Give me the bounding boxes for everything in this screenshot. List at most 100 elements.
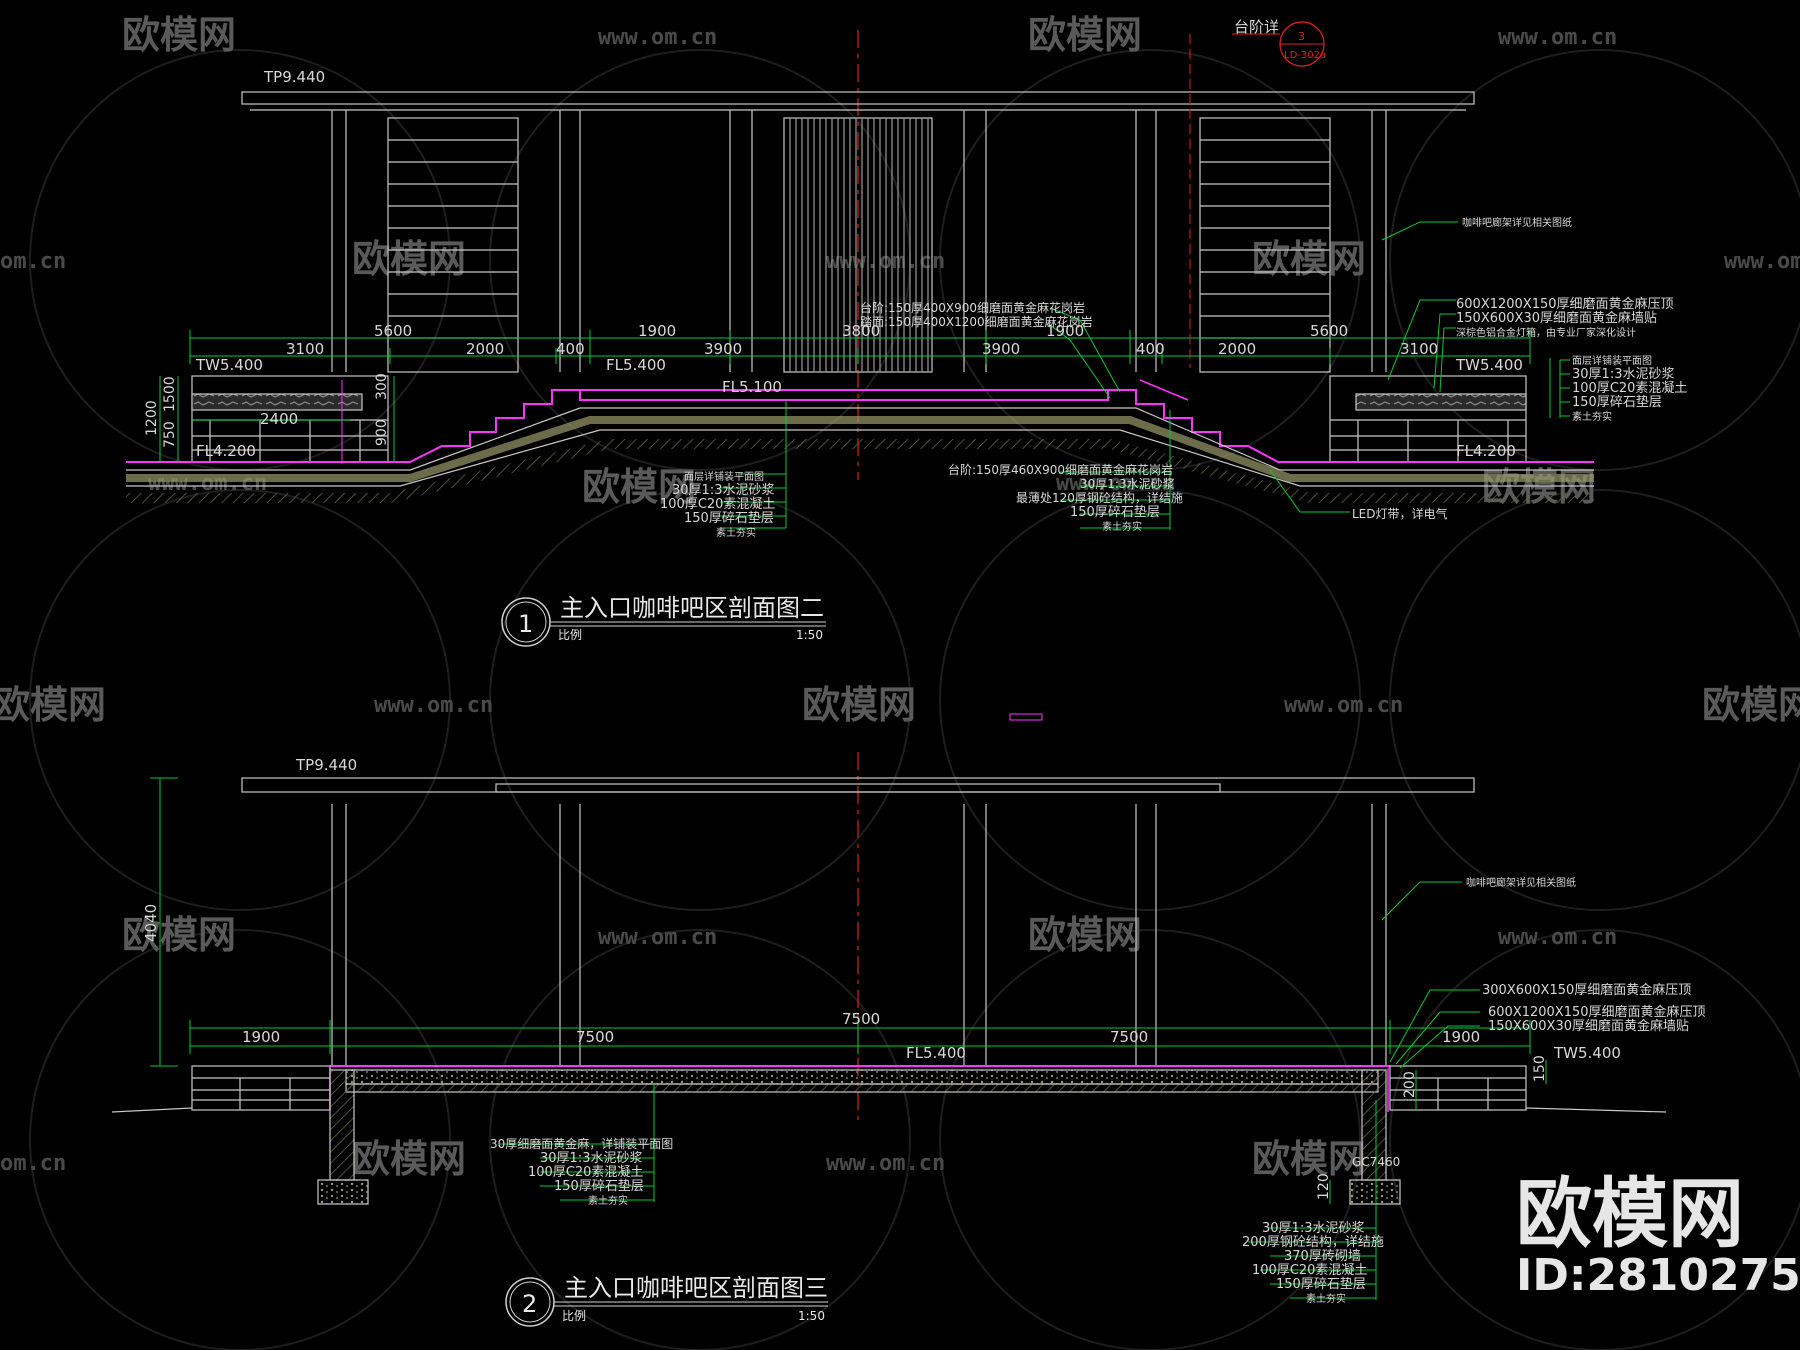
dim-text-vertical: 750 bbox=[162, 421, 178, 448]
section-1-scale-label: 比例 bbox=[558, 628, 582, 642]
watermark-brand: 欧模网 bbox=[1252, 1137, 1366, 1181]
note: 150厚碎石垫层 bbox=[1276, 1276, 1366, 1292]
watermark-brand: 欧模网 bbox=[122, 913, 236, 957]
note: 370厚砖砌墙 bbox=[1284, 1249, 1361, 1264]
section-1-number: 1 bbox=[518, 610, 533, 638]
dim-text: 7500 bbox=[1110, 1028, 1148, 1046]
slatted-screen-right bbox=[1199, 117, 1331, 373]
note: 最薄处120厚钢砼结构，详结施 bbox=[1016, 490, 1183, 505]
note: 150厚碎石垫层 bbox=[554, 1178, 644, 1194]
dim-text: 1900 bbox=[638, 322, 676, 340]
note: 100厚C20素混凝土 bbox=[528, 1164, 643, 1180]
watermark-url: om.cn bbox=[0, 1151, 66, 1176]
note: 30厚1:3水泥砂浆 bbox=[1080, 476, 1175, 491]
watermark-brand-large: 欧模网 bbox=[1516, 1169, 1744, 1258]
note: 30厚1:3水泥砂浆 bbox=[1262, 1221, 1364, 1236]
watermark-url: www.om.cn bbox=[1724, 249, 1800, 274]
dim-text: 3100 bbox=[1400, 340, 1438, 358]
note: 150X600X30厚细磨面黄金麻墙贴 bbox=[1488, 1018, 1689, 1034]
section-1-labels: TP9.440 TW5.400 FL5.400 FL5.100 TW5.400 … bbox=[144, 68, 1687, 539]
sunken-steps bbox=[126, 389, 1594, 503]
watermark-id: ID:2810275 bbox=[1516, 1250, 1800, 1301]
dim-text: 2400 bbox=[260, 410, 298, 428]
watermark-url: www.om.cn bbox=[1498, 25, 1617, 50]
level-tp: TP9.440 bbox=[263, 68, 325, 86]
watermark-brand: 欧模网 bbox=[1702, 683, 1800, 727]
note: 100厚C20素混凝土 bbox=[1572, 380, 1687, 396]
section-1-title-block: 1 主入口咖啡吧区剖面图二 比例 1:50 bbox=[501, 594, 826, 647]
section-1-scale: 1:50 bbox=[796, 628, 823, 642]
dim-text: 1900 bbox=[1046, 322, 1084, 340]
note: 200厚钢砼结构，详结施 bbox=[1242, 1235, 1384, 1250]
watermark-url: www.om.cn bbox=[826, 1151, 945, 1176]
level-fl-mid: FL5.400 bbox=[906, 1044, 966, 1062]
canopy-roof bbox=[241, 91, 1475, 105]
level-tw-left: TW5.400 bbox=[195, 356, 263, 374]
watermark-url: www.om.cn bbox=[374, 693, 493, 718]
section-1-dimensions bbox=[159, 330, 1551, 462]
section-2-scale-label: 比例 bbox=[562, 1309, 586, 1323]
dim-text: 400 bbox=[1136, 340, 1165, 358]
section-2-dimensions bbox=[150, 777, 1547, 1204]
dim-text-vertical: 1200 bbox=[144, 400, 160, 436]
note: 踏面:150厚400X1200细磨面黄金麻花岗岩 bbox=[860, 314, 1093, 329]
level-fl-center: FL5.100 bbox=[722, 378, 782, 396]
dim-text-vertical: 4040 bbox=[142, 904, 160, 942]
dim-text: 5600 bbox=[1310, 322, 1348, 340]
dim-text: 3800 bbox=[842, 322, 880, 340]
section-1-leaders bbox=[720, 34, 1570, 530]
dim-text: 3900 bbox=[704, 340, 742, 358]
note: 150厚碎石垫层 bbox=[1572, 394, 1662, 410]
dim-text-vertical: 200 bbox=[1402, 1071, 1418, 1098]
note: 150厚碎石垫层 bbox=[1070, 504, 1160, 520]
note: 素土夯实 bbox=[716, 526, 756, 539]
dim-text: 1900 bbox=[1442, 1028, 1480, 1046]
section-2-scale: 1:50 bbox=[798, 1309, 825, 1323]
watermark-brand: 欧模网 bbox=[582, 465, 696, 509]
note: 100厚C20素混凝土 bbox=[660, 496, 775, 512]
vertical-fins-center bbox=[783, 117, 933, 373]
dim-text: 7500 bbox=[842, 1010, 880, 1028]
note: 素土夯实 bbox=[1572, 410, 1612, 423]
section-2-leaders bbox=[500, 881, 1480, 1300]
watermark-layer: 欧模网 欧模网 欧模网 欧模网 欧模网 欧模网 欧模网 欧模网 欧模网 欧模网 … bbox=[0, 13, 1800, 1350]
dim-text: 3900 bbox=[982, 340, 1020, 358]
dim-text-vertical: 900 bbox=[374, 419, 390, 446]
note: 深棕色铝合金灯箱，由专业厂家深化设计 bbox=[1456, 326, 1636, 339]
level-fl-right: FL4.200 bbox=[1456, 442, 1516, 460]
slatted-screen-left bbox=[387, 117, 519, 373]
watermark-url: www.om.cn bbox=[1056, 471, 1175, 496]
watermark-url: www.om.cn bbox=[598, 25, 717, 50]
note: 100厚C20素混凝土 bbox=[1252, 1262, 1367, 1278]
dim-text: 1900 bbox=[242, 1028, 280, 1046]
section-1-title: 主入口咖啡吧区剖面图二 bbox=[560, 594, 824, 622]
note: 素土夯实 bbox=[1102, 520, 1142, 533]
section-2-title-block: 2 主入口咖啡吧区剖面图三 比例 1:50 bbox=[505, 1274, 828, 1327]
watermark-brand: 欧模网 bbox=[1252, 237, 1366, 281]
level-tw-right: TW5.400 bbox=[1553, 1044, 1621, 1062]
note: 30厚1:3水泥砂浆 bbox=[540, 1151, 642, 1166]
dim-text-vertical: 1500 bbox=[162, 376, 178, 412]
note: 面层详铺装平面图 bbox=[684, 470, 764, 483]
detail-ref-number: 3 bbox=[1298, 30, 1305, 43]
deck-slab bbox=[330, 1065, 1390, 1093]
side-planter-left bbox=[191, 1065, 331, 1111]
note: 面层详铺装平面图 bbox=[1572, 354, 1652, 367]
level-fl-left: FL4.200 bbox=[196, 442, 256, 460]
watermark-brand: 欧模网 bbox=[352, 237, 466, 281]
watermark-brand: 欧模网 bbox=[122, 13, 236, 57]
level-tp: TP9.440 bbox=[295, 756, 357, 774]
stray-mark bbox=[1009, 713, 1043, 721]
section-2-labels: TP9.440 FL5.400 TW5.400 1900 7500 7500 7… bbox=[142, 756, 1706, 1305]
dim-text: 400 bbox=[556, 340, 585, 358]
dim-text: 7500 bbox=[576, 1028, 614, 1046]
note: 30厚1:3水泥砂浆 bbox=[1572, 367, 1674, 382]
note: 600X1200X150厚细磨面黄金麻压顶 bbox=[1456, 296, 1674, 312]
watermark-url: www.om.cn bbox=[1284, 693, 1403, 718]
watermark-brand: 欧模网 bbox=[0, 683, 106, 727]
dim-text: 5600 bbox=[374, 322, 412, 340]
level-tw-right: TW5.400 bbox=[1455, 356, 1523, 374]
watermark-url: www.om.cn bbox=[598, 925, 717, 950]
note: 台阶:150厚400X900细磨面黄金麻花岗岩 bbox=[860, 300, 1085, 315]
